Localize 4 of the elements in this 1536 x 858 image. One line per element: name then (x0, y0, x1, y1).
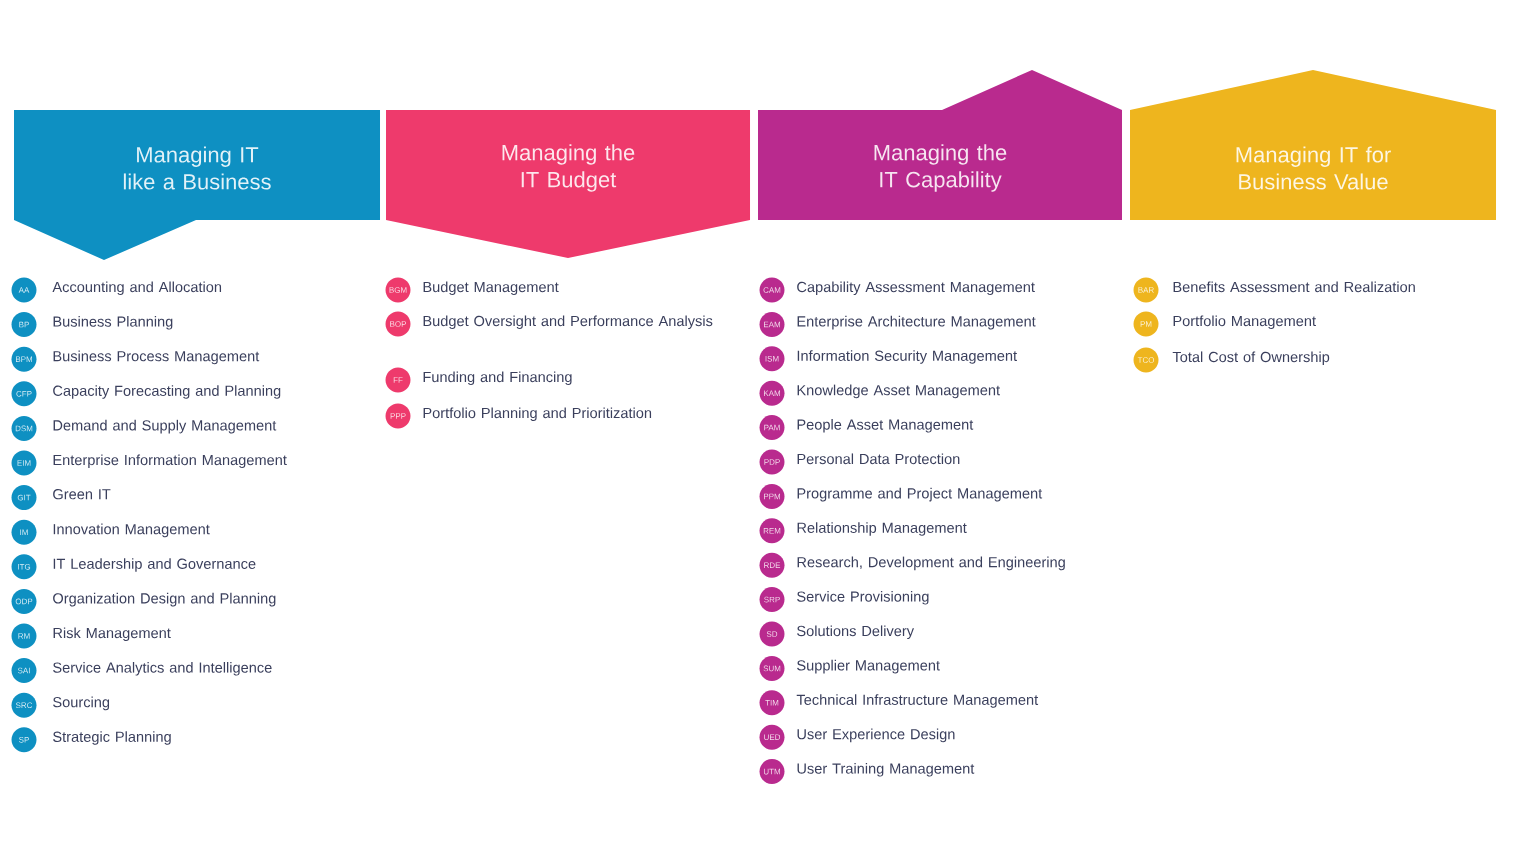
header-banner: Managing IT for Business Value (1130, 70, 1496, 220)
header-banner: Managing the IT Capability (758, 70, 1122, 220)
header-banner: Managing IT like a Business (14, 110, 380, 260)
header-banner: Managing the IT Budget (386, 110, 750, 258)
